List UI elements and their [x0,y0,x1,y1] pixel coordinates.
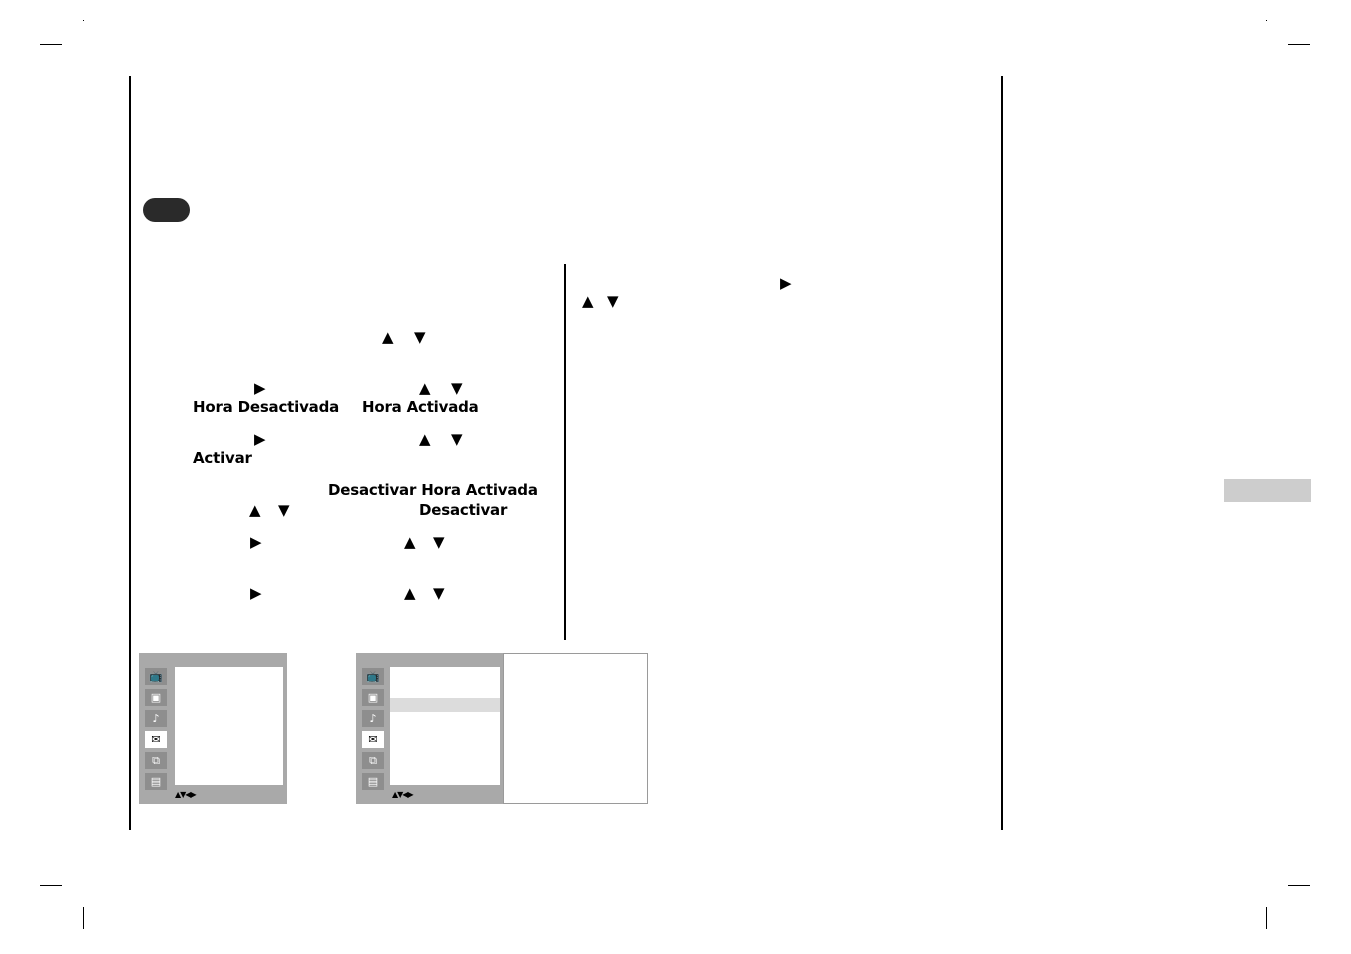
down-arrow-icon: ▼ [414,328,426,346]
section-badge [143,198,190,222]
submenu-panel [503,653,648,804]
menu-panel [175,667,283,785]
term-hora-desactivada: Hora Desactivada [193,398,340,416]
screen-icon: ⧉ [362,752,384,769]
registration-dot [83,20,84,21]
menu-panel [390,667,500,785]
down-arrow-icon: ▼ [278,501,290,519]
right-margin-rule [1001,76,1003,830]
right-arrow-icon: ▶ [250,533,262,551]
tv-station-icon: 📺 [362,668,384,685]
right-arrow-icon: ▶ [254,430,266,448]
up-arrow-icon: ▲ [404,584,416,602]
crop-mark [1288,885,1310,886]
sound-icon: ♪ [362,710,384,727]
tv-station-icon: 📺 [145,668,167,685]
right-arrow-icon: ▶ [780,274,792,292]
time-icon: ✉ [362,731,384,748]
sound-icon: ♪ [145,710,167,727]
down-arrow-icon: ▼ [433,584,445,602]
special-icon: ▤ [145,773,167,790]
crop-mark [83,907,84,929]
term-desactivar: Desactivar [419,501,508,519]
up-arrow-icon: ▲ [419,379,431,397]
down-arrow-icon: ▼ [451,379,463,397]
right-arrow-icon: ▶ [254,379,266,397]
special-icon: ▤ [362,773,384,790]
crop-mark [1288,44,1310,45]
right-arrow-icon: ▶ [250,584,262,602]
chapter-tab [1224,479,1311,502]
left-margin-rule [129,76,131,830]
column-divider [564,264,566,640]
crop-mark [40,44,62,45]
up-arrow-icon: ▲ [404,533,416,551]
nav-arrows-icon: ▲▼◀▶ [175,790,197,799]
menu-screenshot-submenu: 📺 ▣ ♪ ✉ ⧉ ▤ ▲▼◀▶ [356,653,504,804]
menu-screenshot-main: 📺 ▣ ♪ ✉ ⧉ ▤ ▲▼◀▶ [139,653,287,804]
screen-icon: ⧉ [145,752,167,769]
menu-highlight-row [390,698,500,712]
picture-icon: ▣ [362,689,384,706]
up-arrow-icon: ▲ [582,292,594,310]
down-arrow-icon: ▼ [433,533,445,551]
registration-dot [1266,20,1267,21]
up-arrow-icon: ▲ [382,328,394,346]
picture-icon: ▣ [145,689,167,706]
time-icon: ✉ [145,731,167,748]
up-arrow-icon: ▲ [419,430,431,448]
crop-mark [40,885,62,886]
term-hora-activada: Hora Activada [362,398,479,416]
crop-mark [1266,907,1267,929]
up-arrow-icon: ▲ [249,501,261,519]
term-activar: Activar [193,449,252,467]
down-arrow-icon: ▼ [451,430,463,448]
term-desactivar-hora-activada: Desactivar Hora Activada [328,481,538,499]
down-arrow-icon: ▼ [607,292,619,310]
nav-arrows-icon: ▲▼◀▶ [392,790,414,799]
